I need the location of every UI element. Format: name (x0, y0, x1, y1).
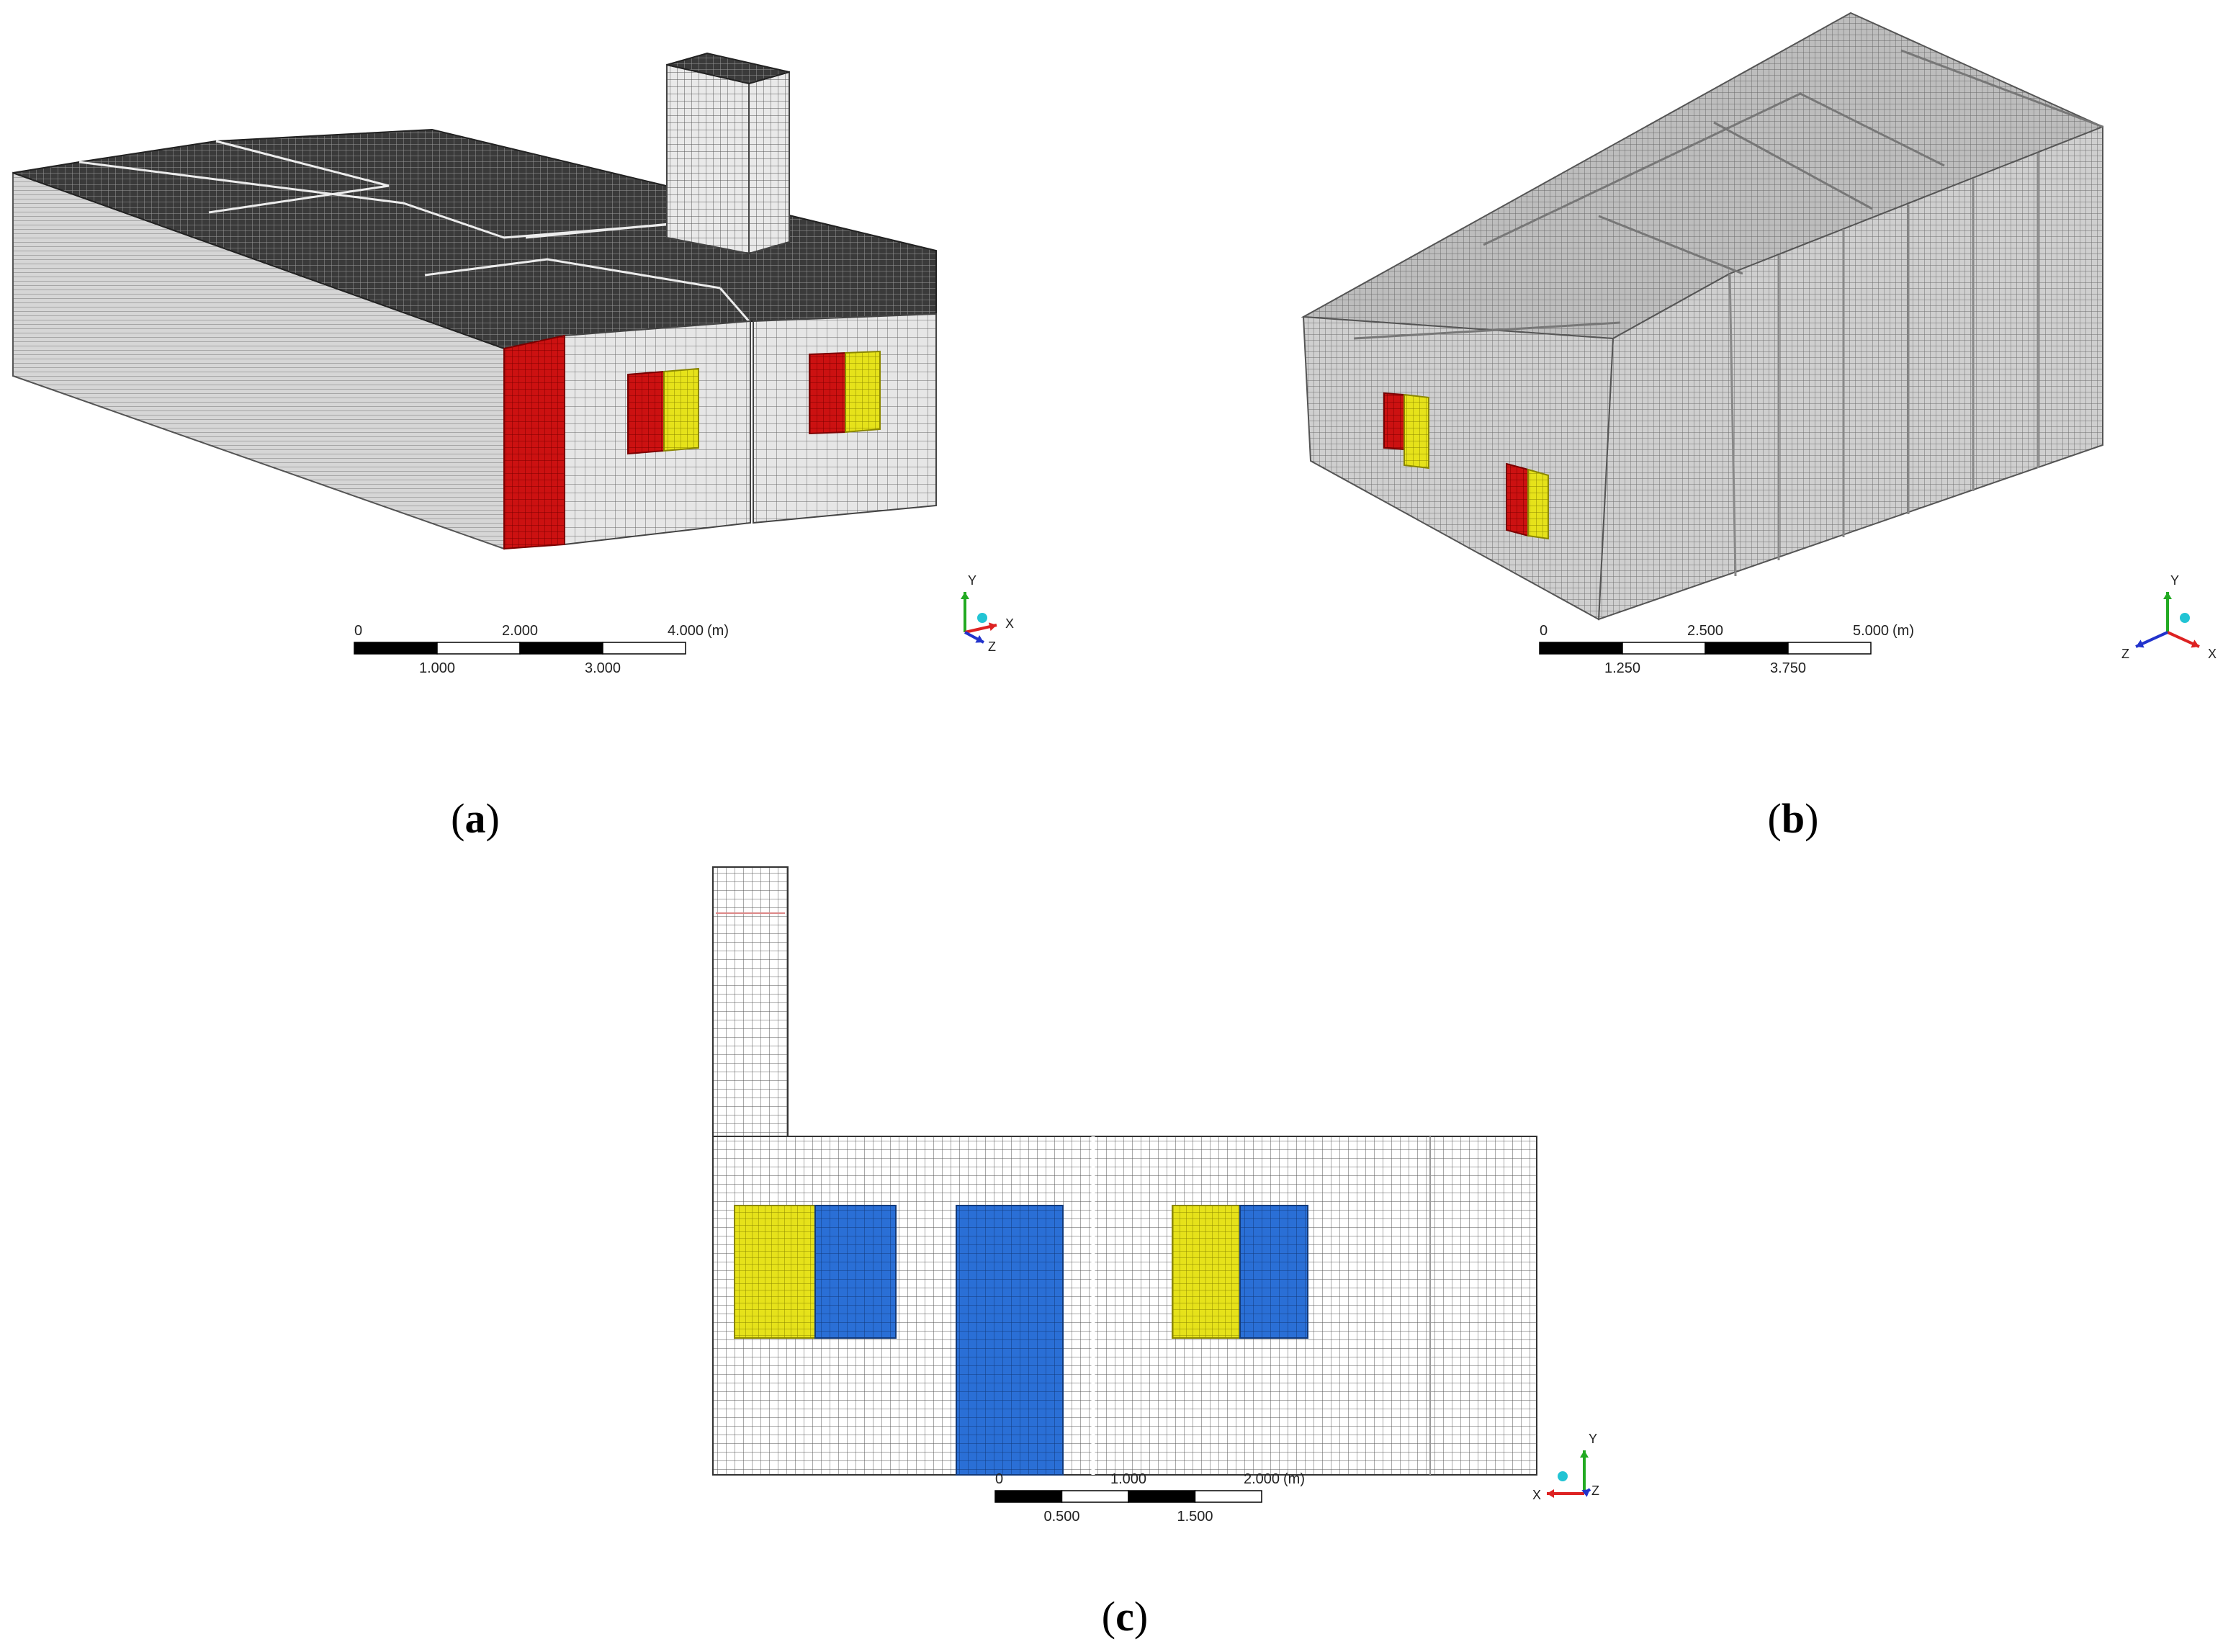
chimney-top-a (666, 52, 790, 85)
scale-label-top: 0 (995, 1471, 1003, 1487)
panel-c: 0 1.000 2.000(m) 0.500 1.500 Y X Z (c) (712, 866, 1599, 1640)
axis-label-z: Z (1591, 1483, 1599, 1498)
scale-segment (436, 642, 521, 655)
caption-paren-open: ( (1102, 1593, 1115, 1640)
axis-triad-c: Y X Z (1532, 1432, 1599, 1502)
axis-label-z: Z (988, 639, 996, 654)
axis-x-arrow-head (2191, 639, 2199, 648)
chimney-c (712, 866, 789, 1137)
axis-z-arrow-head (1581, 1489, 1590, 1497)
scale-label-top: 0 (354, 623, 362, 639)
scale-segment (1061, 1490, 1129, 1503)
window-red-2-a (809, 351, 846, 435)
axis-label-y: Y (968, 573, 976, 588)
window-red-1-a (627, 370, 665, 455)
caption-letter: a (465, 795, 486, 842)
scale-label-bottom: 0.500 (1043, 1509, 1079, 1525)
scale-bar-b: 0 2.500 5.000(m) 1.250 3.750 (1539, 623, 1914, 676)
scale-segment (354, 642, 438, 655)
axis-x-arrow-head (1547, 1489, 1554, 1498)
scale-segment (1787, 642, 1872, 655)
scale-segment (602, 642, 686, 655)
scale-segment (519, 642, 603, 655)
window-red-2-b (1506, 462, 1529, 537)
scale-label-top: 1.000 (1110, 1471, 1146, 1487)
window-blue-1-c (814, 1205, 897, 1339)
caption-paren-close: ) (1805, 795, 1818, 842)
caption-b: (b) (1768, 795, 1819, 842)
scale-label-top: 5.000 (1853, 623, 1889, 639)
axis-z-arrow-head (975, 634, 984, 643)
scale-label-bottom: 3.750 (1770, 660, 1806, 676)
scale-label-bottom: 3.000 (585, 660, 621, 676)
caption-letter: c (1115, 1593, 1134, 1640)
axis-label-y: Y (2170, 573, 2179, 588)
scale-label-bottom: 1.250 (1604, 660, 1640, 676)
door-blue-c (956, 1205, 1064, 1476)
axis-label-z: Z (2121, 647, 2129, 661)
panel-b: 0 2.500 5.000(m) 1.250 3.750 Y X Z (b) (1301, 12, 2217, 842)
mesh-model-a (12, 52, 937, 550)
window-yellow-2-a (845, 350, 881, 434)
caption-c: (c) (1102, 1593, 1148, 1640)
window-yellow-1-a (663, 367, 699, 452)
axis-triad-a: Y XZ (961, 573, 1014, 654)
axis-z-arrow-head (2136, 639, 2145, 648)
axis-origin-sphere (1558, 1471, 1568, 1481)
window-yellow-2-b (1527, 468, 1549, 540)
scale-label-bottom: 1.000 (419, 660, 455, 676)
red-door-a (503, 334, 565, 550)
scale-segment (1194, 1490, 1262, 1503)
scale-label-top: 2.000 (502, 623, 538, 639)
caption-a: (a) (451, 795, 500, 842)
axis-y-arrow-head (961, 592, 969, 599)
scale-label-top: 2.500 (1687, 623, 1723, 639)
scale-unit: (m) (707, 623, 729, 639)
axis-origin-sphere (2180, 613, 2190, 623)
chimney-side-a (748, 71, 790, 255)
scale-label-top: 4.000 (668, 623, 704, 639)
scale-label-top: 0 (1540, 623, 1548, 639)
scale-segment (1128, 1490, 1196, 1503)
window-yellow-1-c (734, 1205, 816, 1339)
panel-a: 0 2.000 4.000(m) 1.000 3.000 Y XZ (a) (12, 52, 1014, 842)
axis-y-arrow-head (1580, 1450, 1589, 1458)
window-red-1-b (1383, 392, 1405, 451)
mesh-model-b (1301, 12, 2103, 621)
caption-paren-close: ) (486, 795, 500, 842)
axis-label-y: Y (1589, 1432, 1597, 1446)
axis-label-x: X (2208, 647, 2217, 661)
axis-x-arrow-head (988, 622, 997, 632)
scale-unit: (m) (1892, 623, 1914, 639)
scale-segment (1705, 642, 1789, 655)
axis-triad-b: Y X Z (2121, 573, 2217, 661)
caption-letter: b (1782, 795, 1805, 842)
roof-seams-b (1353, 49, 2103, 340)
scale-segment (994, 1490, 1063, 1503)
mesh-model-c (712, 866, 1537, 1476)
scale-label-bottom: 1.500 (1177, 1509, 1213, 1525)
window-blue-2-c (1239, 1205, 1308, 1339)
axis-label-x: X (1532, 1488, 1541, 1502)
chimney-front-a (666, 63, 750, 255)
axis-y-arrow-head (2163, 592, 2172, 599)
scale-segment (1622, 642, 1706, 655)
scale-segment (1539, 642, 1623, 655)
front-wall-b (1302, 315, 1615, 621)
window-yellow-1-b (1404, 393, 1429, 470)
scale-bar-a: 0 2.000 4.000(m) 1.000 3.000 (354, 623, 729, 676)
scale-unit: (m) (1283, 1471, 1305, 1487)
side-wall-seams-b (1728, 153, 2039, 577)
caption-paren-open: ( (1768, 795, 1782, 842)
scale-label-top: 2.000 (1244, 1471, 1280, 1487)
caption-paren-open: ( (451, 795, 464, 842)
axis-origin-sphere (977, 613, 987, 623)
window-yellow-2-c (1172, 1205, 1241, 1339)
roof-seams-a (78, 140, 750, 322)
scale-bar-c: 0 1.000 2.000(m) 0.500 1.500 (994, 1471, 1305, 1525)
caption-paren-close: ) (1134, 1593, 1148, 1640)
axis-label-x: X (1005, 616, 1014, 631)
